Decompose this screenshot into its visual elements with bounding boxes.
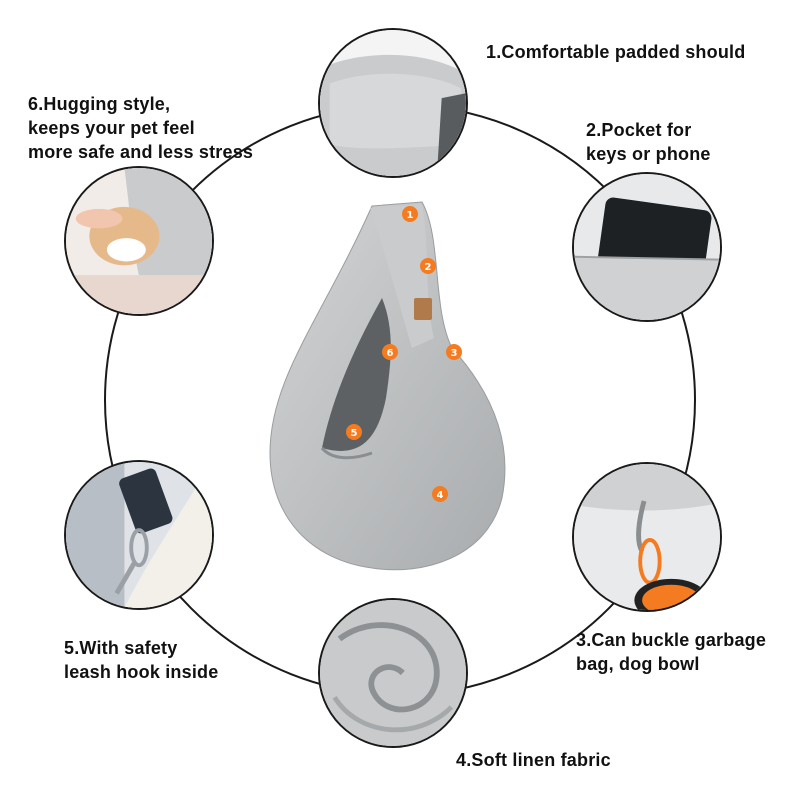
marker-5: 5 [346,424,362,440]
phone-pocket-icon [572,172,722,322]
svg-text:5: 5 [351,428,358,439]
marker-2: 2 [420,258,436,274]
feature-3-caption: 3.Can buckle garbage bag, dog bowl [576,630,767,674]
feature-4-caption: 4.Soft linen fabric [456,750,611,770]
marker-1: 1 [402,206,418,222]
marker-4: 4 [432,486,448,502]
leash-hook-icon [64,460,214,610]
svg-text:2: 2 [425,262,432,273]
shoulder-strap-icon [318,28,468,178]
sling-bag-illustration: 1 2 3 4 5 6 [262,198,542,578]
fabric-swirl-icon [318,598,468,748]
carabiner-icon [572,462,722,612]
hugging-dog-icon [64,166,214,316]
svg-text:1: 1 [407,210,414,221]
feature-1-caption: 1.Comfortable padded should [486,42,746,62]
marker-3: 3 [446,344,462,360]
svg-text:6: 6 [387,348,394,359]
feature-5-caption: 5.With safety leash hook inside [64,638,219,682]
svg-text:3: 3 [451,348,458,359]
feature-6-caption: 6.Hugging style, keeps your pet feel mor… [28,94,254,162]
svg-text:4: 4 [437,490,444,501]
feature-2-caption: 2.Pocket for keys or phone [586,120,711,164]
marker-6: 6 [382,344,398,360]
